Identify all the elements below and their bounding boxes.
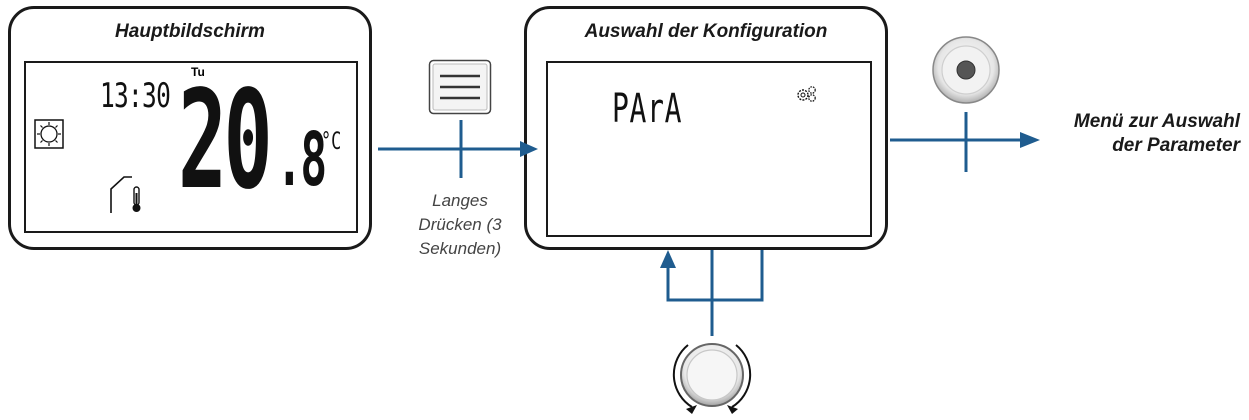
gear-icon	[796, 85, 818, 103]
temperature-decimal: .8	[276, 117, 327, 203]
config-code-display: PArA	[612, 86, 683, 132]
temperature-unit: °C	[321, 127, 342, 155]
main-lcd: Tu 13:30 20 .8 °C	[24, 61, 358, 233]
rotary-knob-icon[interactable]	[666, 335, 758, 415]
thermometer-icon	[108, 171, 148, 215]
main-screen-panel: Hauptbildschirm Tu 13:30 20 .8 °C	[8, 6, 372, 250]
parameter-menu-label: Menü zur Auswahl der Parameter	[1024, 110, 1240, 158]
long-press-line-2: Drücken (3	[418, 215, 502, 234]
long-press-line-3: Sekunden)	[418, 239, 502, 258]
parameter-menu-line-1: Menü zur Auswahl	[1073, 111, 1240, 132]
config-screen-panel: Auswahl der Konfiguration PArA	[524, 6, 888, 250]
long-press-label: Langes Drücken (3 Sekunden)	[380, 189, 540, 261]
parameter-menu-line-2: der Parameter	[1112, 135, 1240, 156]
temperature-integer: 20	[178, 62, 273, 220]
long-press-line-1: Langes	[432, 191, 488, 210]
config-lcd: PArA	[546, 61, 872, 237]
main-screen-title: Hauptbildschirm	[115, 21, 265, 42]
sun-icon	[34, 119, 64, 149]
time-display: 13:30	[100, 76, 171, 116]
ok-button-icon[interactable]	[931, 35, 1001, 105]
config-screen-title: Auswahl der Konfiguration	[584, 21, 828, 42]
menu-button-icon[interactable]	[428, 59, 492, 115]
day-label: Tu	[191, 65, 205, 79]
